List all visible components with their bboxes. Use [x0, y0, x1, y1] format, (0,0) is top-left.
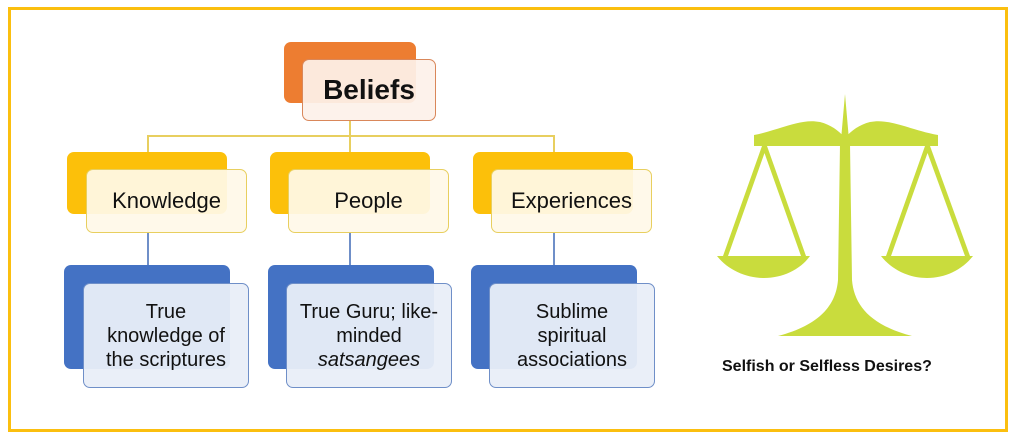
connector-horizontal: [147, 135, 554, 137]
connector-experiences-up: [553, 135, 555, 153]
people-node-label: People: [334, 188, 403, 213]
experiences-node: Experiences: [491, 169, 652, 233]
knowledge-detail-line-3: the scriptures: [105, 348, 227, 371]
people-detail-node: True Guru; like- minded satsangees: [286, 283, 452, 388]
people-detail-line-3: satsangees: [317, 348, 421, 371]
experiences-detail-line-1: Sublime: [535, 300, 609, 323]
scale-caption: Selfish or Selfless Desires?: [722, 358, 932, 375]
knowledge-detail-line-2: knowledge of: [107, 324, 225, 347]
knowledge-detail-line-1: True: [145, 300, 187, 323]
knowledge-node-label: Knowledge: [112, 188, 221, 213]
connector-experiences-down: [553, 232, 555, 266]
root-node-label: Beliefs: [323, 74, 415, 105]
people-detail-line-1: True Guru; like-: [299, 300, 439, 323]
connector-knowledge-up: [147, 135, 149, 153]
experiences-detail-line-3: associations: [516, 348, 628, 371]
people-node: People: [288, 169, 449, 233]
people-detail-line-2: minded: [336, 324, 402, 347]
knowledge-detail-node: True knowledge of the scriptures: [83, 283, 249, 388]
outer-frame: [8, 7, 1008, 432]
connector-root-down: [349, 120, 351, 136]
experiences-detail-line-2: spiritual: [537, 324, 607, 347]
root-node-beliefs: Beliefs: [302, 59, 436, 121]
experiences-detail-node: Sublime spiritual associations: [489, 283, 655, 388]
connector-people-up: [349, 135, 351, 153]
connector-people-down: [349, 232, 351, 266]
balance-scale-icon: [717, 94, 973, 336]
experiences-node-label: Experiences: [510, 188, 633, 213]
connector-knowledge-down: [147, 232, 149, 266]
knowledge-node: Knowledge: [86, 169, 247, 233]
